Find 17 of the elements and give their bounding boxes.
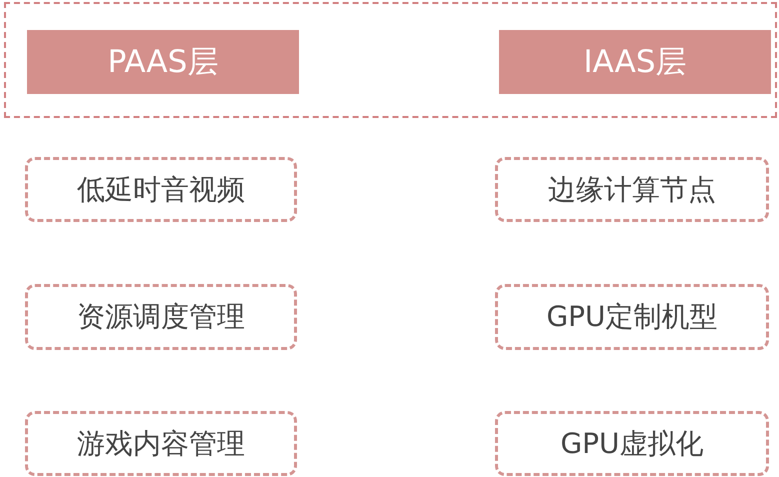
feature-box <box>25 157 297 222</box>
header-box <box>499 30 771 94</box>
feature-box <box>495 157 769 222</box>
group-frame <box>4 2 777 118</box>
feature-label: GPU定制机型 <box>546 299 718 335</box>
feature-label: 资源调度管理 <box>77 299 245 335</box>
feature-label: 边缘计算节点 <box>548 172 716 208</box>
feature-box <box>495 411 769 476</box>
feature-box <box>25 411 297 476</box>
feature-box <box>495 284 769 350</box>
header-label: PAAS层 <box>108 43 218 82</box>
feature-label: 低延时音视频 <box>77 172 245 208</box>
feature-box <box>25 284 297 350</box>
header-label: IAAS层 <box>583 43 687 82</box>
feature-label: GPU虚拟化 <box>560 426 704 462</box>
header-box <box>27 30 299 94</box>
feature-label: 游戏内容管理 <box>77 426 245 462</box>
